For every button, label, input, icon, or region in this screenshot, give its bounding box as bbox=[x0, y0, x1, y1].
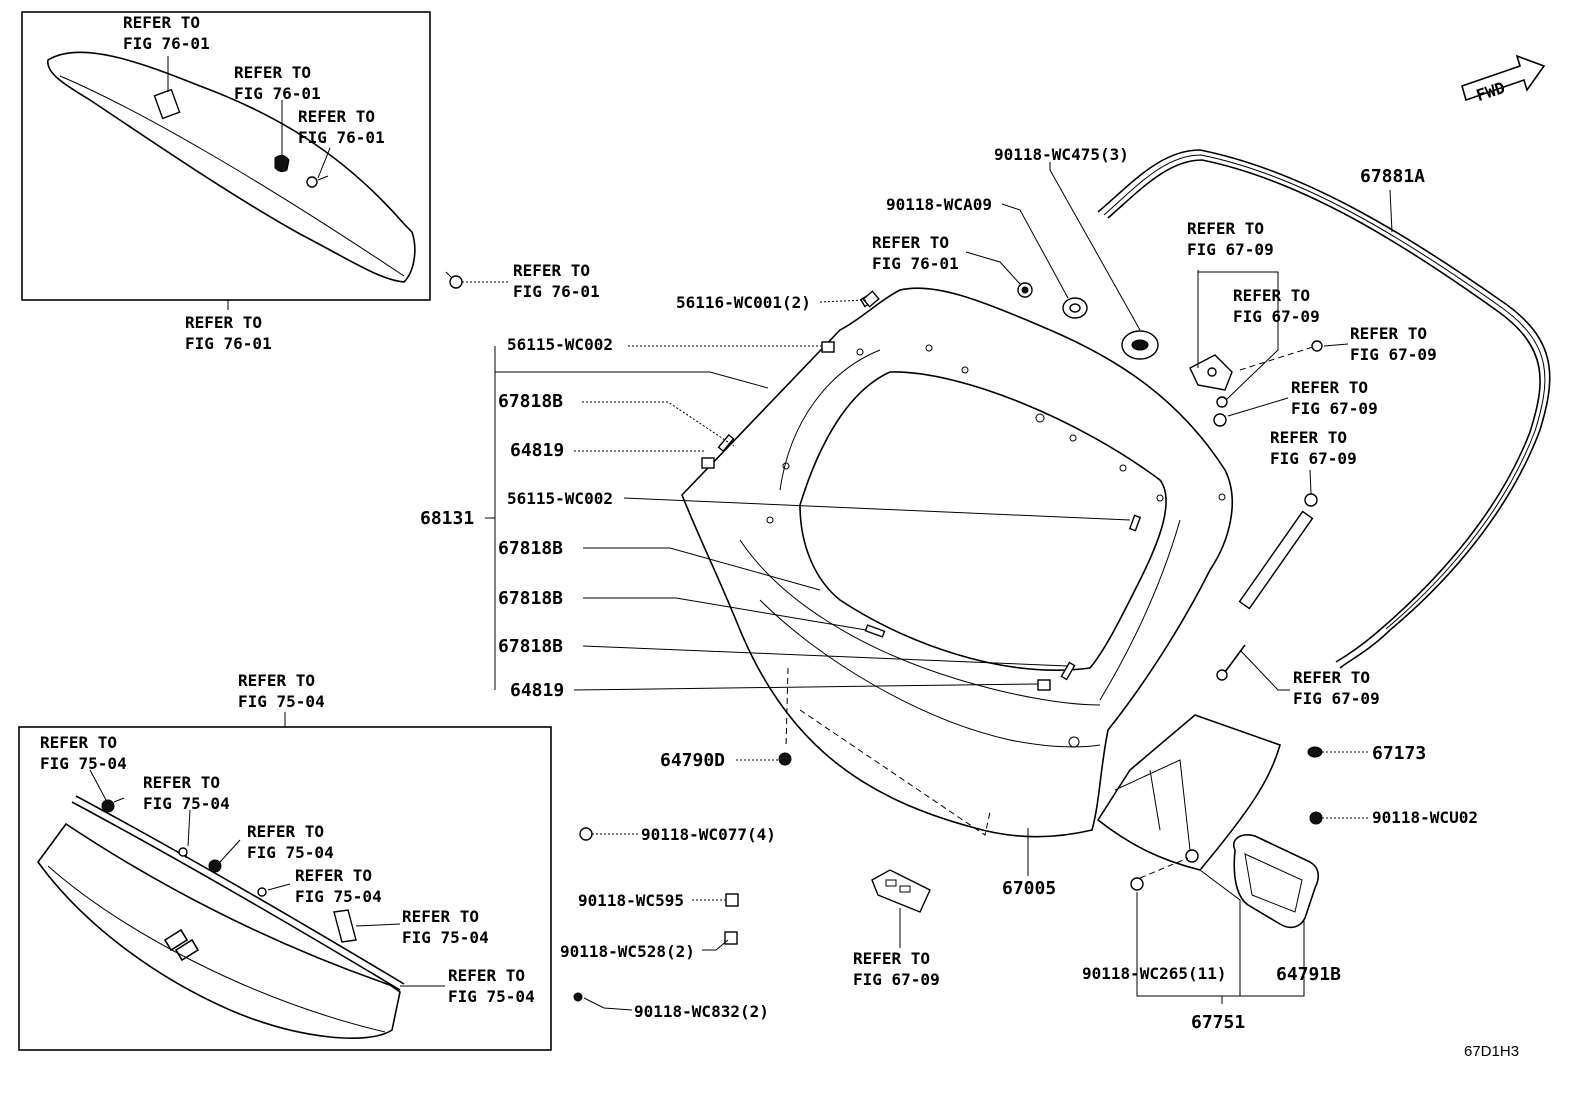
label-90118-wc595: 90118-WC595 bbox=[578, 891, 684, 910]
label-67818b-a: 67818B bbox=[498, 391, 563, 412]
plug-wc595 bbox=[725, 893, 739, 907]
door-switch bbox=[871, 869, 931, 913]
back-door-outline bbox=[681, 287, 1233, 838]
grommet-wc475 bbox=[1062, 297, 1088, 319]
label-67005: 67005 bbox=[1002, 878, 1056, 899]
label-64791b: 64791B bbox=[1276, 964, 1341, 985]
emblem-icon bbox=[163, 928, 200, 962]
clip-56116 bbox=[862, 290, 880, 308]
label-67751: 67751 bbox=[1191, 1012, 1245, 1033]
gas-strut bbox=[1216, 493, 1318, 681]
label-67818b-b: 67818B bbox=[498, 538, 563, 559]
label-56115-wc002-b: 56115-WC002 bbox=[507, 489, 613, 508]
label-90118-wc077: 90118-WC077(4) bbox=[641, 825, 776, 844]
plug-wc528 bbox=[724, 931, 738, 945]
rear-spoiler-shape bbox=[47, 51, 416, 283]
fwd-arrow-icon: FWD bbox=[1461, 54, 1546, 105]
label-64819-b: 64819 bbox=[510, 680, 564, 701]
garnish-inset bbox=[18, 712, 552, 1051]
label-56115-wc002-a: 56115-WC002 bbox=[507, 335, 613, 354]
label-67881a: 67881A bbox=[1360, 166, 1425, 187]
label-90118-wc528: 90118-WC528(2) bbox=[560, 942, 695, 961]
cushion-64790d bbox=[778, 752, 792, 766]
back-door-panel bbox=[681, 287, 1233, 838]
label-56116-wc001: 56116-WC001(2) bbox=[676, 293, 811, 312]
weatherstrip bbox=[1097, 149, 1551, 669]
clip-wc265 bbox=[1130, 877, 1144, 891]
plug-wc475 bbox=[1121, 330, 1159, 360]
label-67818b-d: 67818B bbox=[498, 636, 563, 657]
clip-wc077 bbox=[579, 827, 593, 841]
label-67173: 67173 bbox=[1372, 743, 1426, 764]
back-door-garnish bbox=[37, 822, 401, 1039]
label-64790d: 64790D bbox=[660, 750, 725, 771]
spoiler-inset bbox=[21, 11, 431, 310]
label-67818b-c: 67818B bbox=[498, 588, 563, 609]
clip-wc832 bbox=[573, 992, 583, 1002]
fwd-label: FWD bbox=[1474, 78, 1507, 105]
label-90118-wc832: 90118-WC832(2) bbox=[634, 1002, 769, 1021]
spoiler-inset-frame bbox=[21, 11, 431, 301]
label-90118-wcu02: 90118-WCU02 bbox=[1372, 808, 1478, 827]
back-window-opening bbox=[799, 371, 1167, 671]
diagram-code: 67D1H3 bbox=[1464, 1043, 1519, 1060]
label-90118-wc265: 90118-WC265(11) bbox=[1082, 964, 1227, 983]
grommet-wca09 bbox=[1017, 282, 1033, 298]
bumper-stop-67173 bbox=[1307, 746, 1323, 758]
access-cover bbox=[1233, 834, 1320, 929]
trim-panel bbox=[1096, 714, 1281, 871]
label-64819-a: 64819 bbox=[510, 440, 564, 461]
spoiler-bolt bbox=[445, 271, 510, 289]
hinge-part bbox=[1189, 340, 1323, 427]
label-90118-wca09: 90118-WCA09 bbox=[886, 195, 992, 214]
leader-lines bbox=[485, 162, 1393, 1011]
label-90118-wc475: 90118-WC475(3) bbox=[994, 145, 1129, 164]
label-68131: 68131 bbox=[420, 508, 474, 529]
clip-wcu02 bbox=[1309, 811, 1323, 825]
